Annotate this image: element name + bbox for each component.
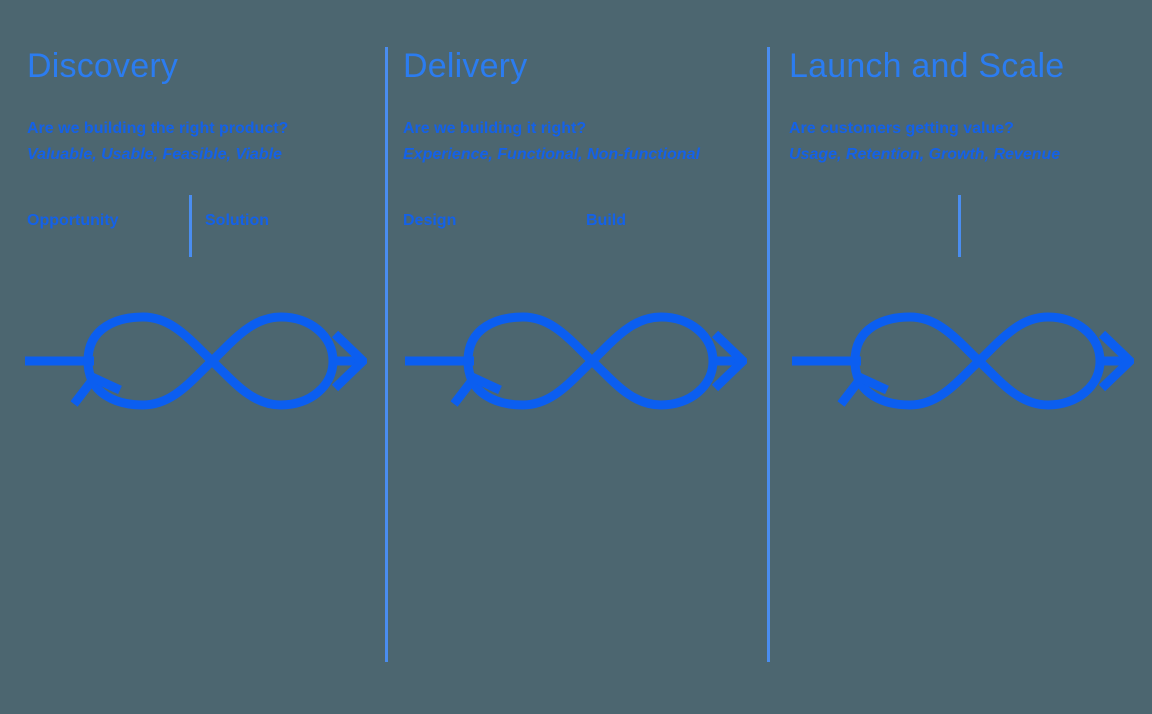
- infinity-loop-graphic-delivery: [402, 312, 747, 412]
- phase-divider-delivery: [958, 195, 961, 257]
- column-question-discovery: Are we building the right product?: [27, 120, 289, 137]
- column-divider-1: [385, 47, 388, 662]
- infinity-loop-graphic-launch-and-scale: [789, 312, 1134, 412]
- forward-arrowhead-icon: [331, 330, 367, 392]
- column-delivery: Delivery Are we building it right? Exper…: [388, 0, 961, 714]
- column-question-delivery: Are we building it right?: [403, 120, 587, 137]
- phase-label-build: Build: [586, 212, 626, 229]
- column-question-launch-and-scale: Are customers getting value?: [789, 120, 1014, 137]
- column-title-delivery: Delivery: [403, 47, 528, 85]
- column-discovery: Discovery Are we building the right prod…: [0, 0, 385, 714]
- column-subtitle-delivery: Experience, Functional, Non-functional: [403, 146, 700, 163]
- forward-arrowhead-icon: [1098, 330, 1134, 392]
- loop-arrowhead: [450, 372, 502, 407]
- column-subtitle-discovery: Valuable, Usable, Feasible, Viable: [27, 146, 282, 163]
- phase-label-design: Design: [403, 212, 457, 229]
- loop-arrowhead: [70, 372, 122, 407]
- column-title-discovery: Discovery: [27, 47, 179, 85]
- infinity-loop-path: [83, 312, 338, 410]
- phase-divider-discovery: [189, 195, 192, 257]
- phase-label-solution: Solution: [205, 212, 269, 229]
- column-title-launch-and-scale: Launch and Scale: [789, 47, 1065, 85]
- phase-label-opportunity: Opportunity: [27, 212, 119, 229]
- column-divider-2: [767, 47, 770, 662]
- forward-arrowhead-icon: [711, 330, 747, 392]
- infinity-loop-path: [850, 312, 1105, 410]
- infinity-loop-path: [463, 312, 718, 410]
- infinity-loop-graphic-discovery: [22, 312, 367, 412]
- column-launch-and-scale: Launch and Scale Are customers getting v…: [770, 0, 1152, 714]
- column-subtitle-launch-and-scale: Usage, Retention, Growth, Revenue: [789, 146, 1061, 163]
- loop-arrowhead: [837, 372, 889, 407]
